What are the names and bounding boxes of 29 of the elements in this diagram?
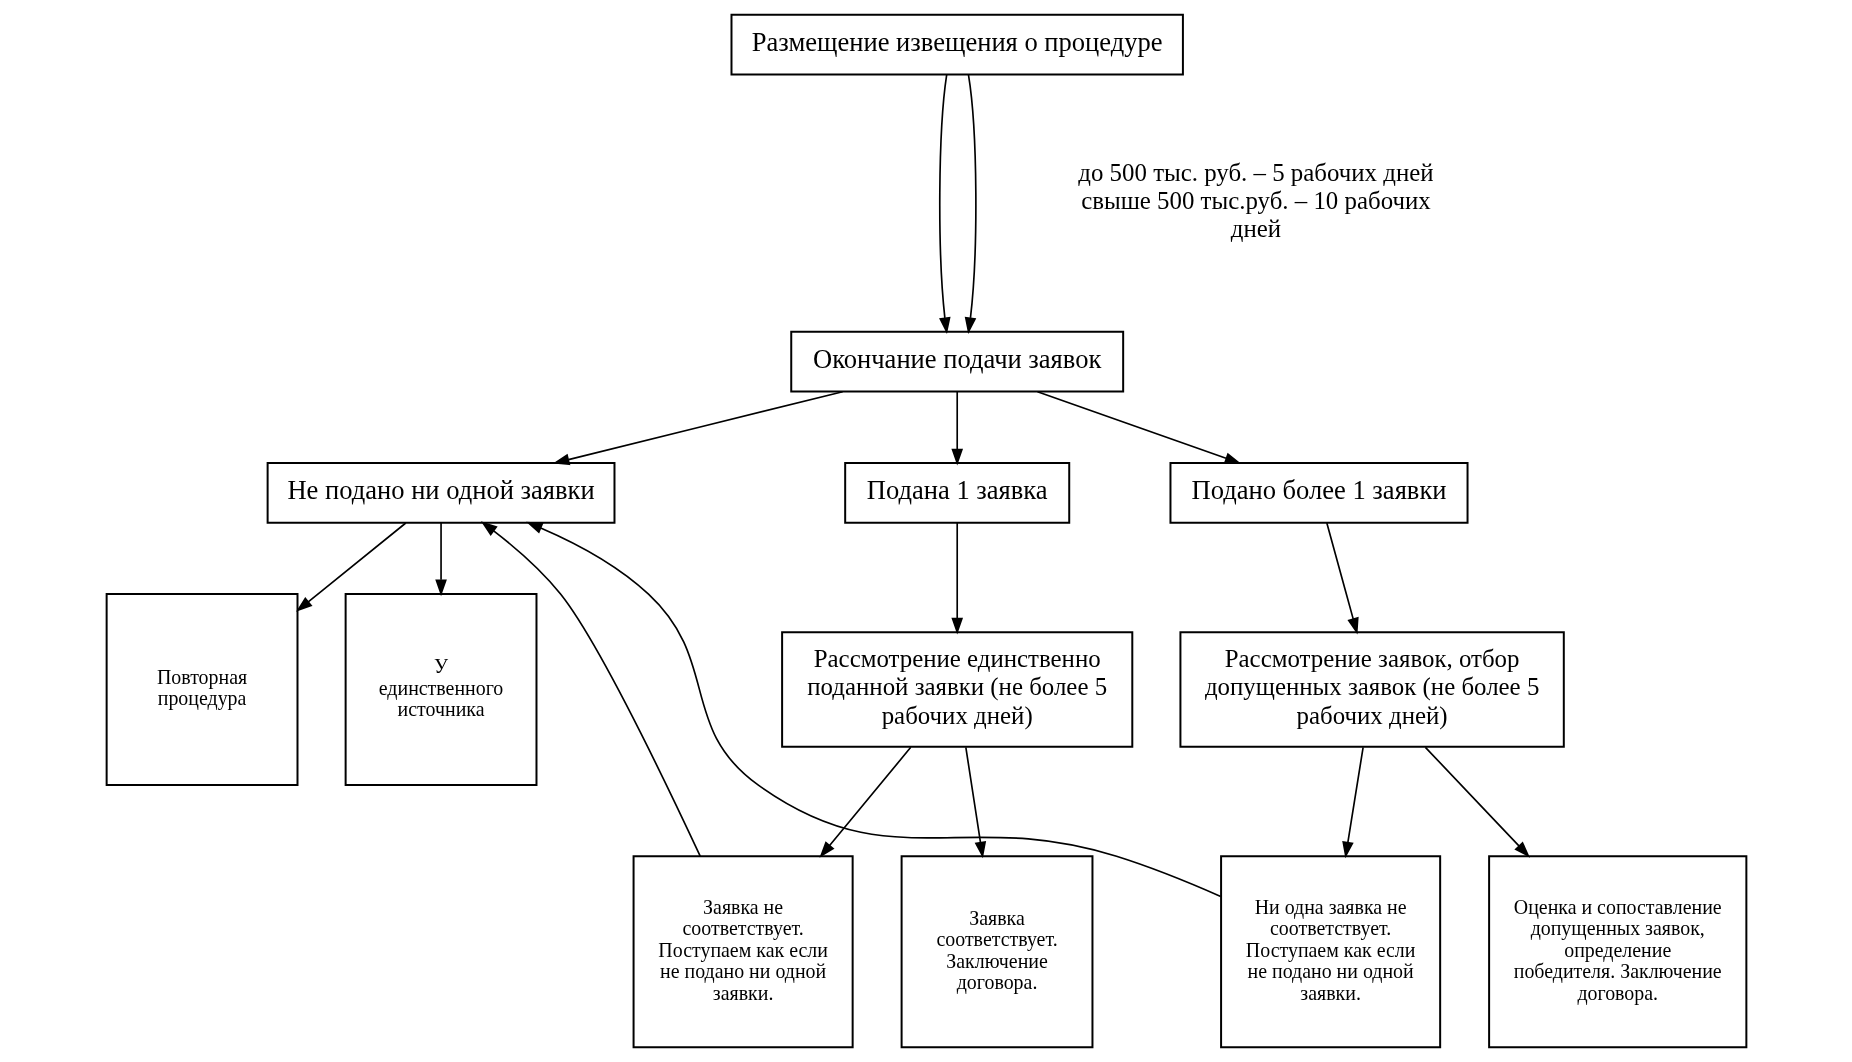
arrow [964,746,986,859]
arrow [1325,522,1359,635]
node-box: Оценка и сопоставление допущенных заявок, определение победителя. Заключение договора. [1487,855,1747,1049]
arrow [818,746,912,858]
arrow [950,390,963,466]
node-box: Размещение извещения о процедуре [730,13,1184,76]
arrow [295,522,407,612]
node-box: Не подано ни одной заявки [266,461,615,524]
node-box: Повторная процедура [105,593,298,786]
node-box: У единственного источника [344,593,537,786]
arrow [552,390,843,466]
label: до 500 тыс. руб. – 5 рабочих дней свыше 500 тыс.руб. – 10 рабочих дней [1077,158,1434,243]
node-box: Подано более 1 заявки [1168,461,1469,524]
arrow [938,73,951,334]
arrow [525,521,1222,898]
node-box: Подана 1 заявка [843,461,1070,524]
arrow [1424,746,1530,858]
arrow [480,521,701,857]
node-box: Окончание подачи заявок [789,330,1124,393]
arrow [964,73,977,334]
arrow [434,522,447,597]
node-box: Заявка не соответствует. Поступаем как если не подано ни одной заявки. [632,855,854,1049]
node-box: Ни одна заявка не соответствует. Поступаем как если не подано ни одной заявки. [1219,855,1441,1049]
node-box: Заявка соответствует. Заключение договора. [900,855,1093,1049]
node-box: Рассмотрение единственно поданной заявки (не более 5 рабочих дней) [780,631,1133,748]
arrow [950,522,963,635]
arrow [1036,390,1241,464]
arrow [1341,746,1364,859]
node-box: Рассмотрение заявок, отбор допущенных заявок (не более 5 рабочих дней) [1178,631,1565,748]
